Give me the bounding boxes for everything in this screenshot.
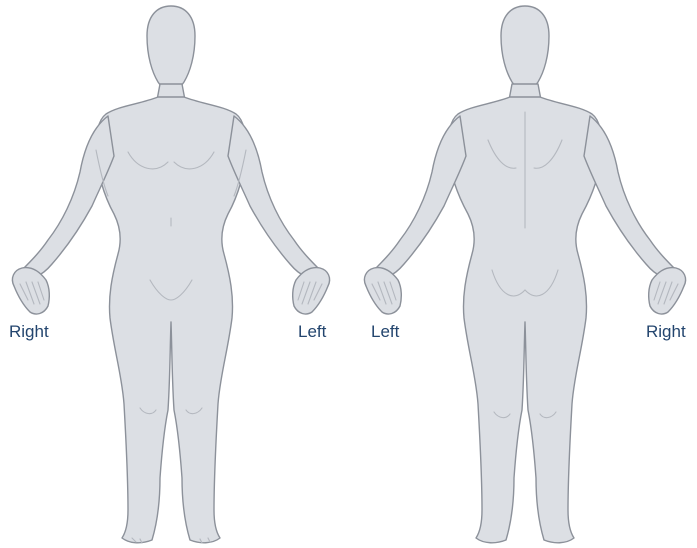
front-right-side-label: Right: [9, 322, 49, 342]
back-left-arm: [370, 116, 466, 278]
back-right-hand: [649, 268, 686, 314]
back-head: [501, 6, 549, 90]
back-left-side-label: Left: [371, 322, 399, 342]
back-right-side-label: Right: [646, 322, 686, 342]
back-left-hand: [364, 268, 401, 314]
front-left-side-label: Left: [298, 322, 326, 342]
back-right-arm: [584, 116, 680, 278]
